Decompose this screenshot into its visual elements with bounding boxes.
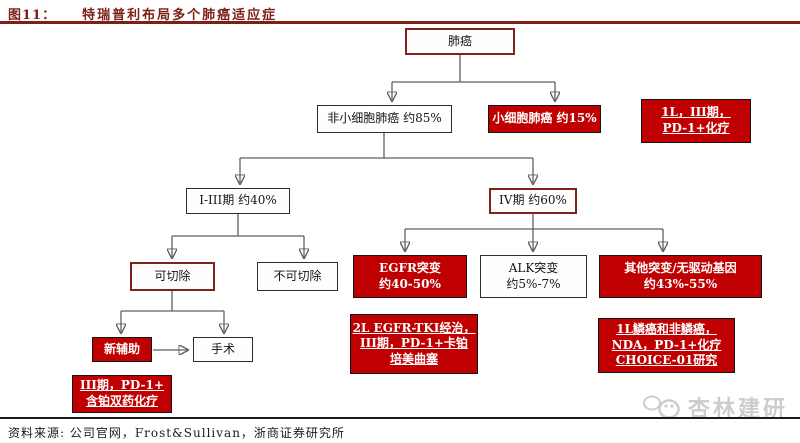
node-lung-cancer: 肺癌 <box>405 28 515 55</box>
node-egfr-therapy: 2L EGFR-TKI经治， III期，PD-1+卡铂 培美曲塞 <box>350 314 478 374</box>
source-note: 资料来源: 公司官网，Frost&Sullivan，浙商证券研究所 <box>8 426 345 440</box>
node-neoadjuvant-therapy: III期，PD-1+ 含铂双药化疗 <box>72 375 172 413</box>
header-divider <box>0 21 800 24</box>
node-sclc: 小细胞肺癌 约15% <box>488 105 601 133</box>
node-other-therapy: 1L鳞癌和非鳞癌， NDA，PD-1+化疗 CHOICE-01研究 <box>598 318 735 373</box>
node-unresectable: 不可切除 <box>257 262 338 291</box>
node-neoadjuvant: 新辅助 <box>92 337 152 362</box>
node-stage-1-3: I-III期 约40% <box>186 188 290 214</box>
xinglin-logo-icon <box>642 395 680 419</box>
node-resectable: 可切除 <box>130 262 215 291</box>
connector-line <box>240 133 533 159</box>
connector-line <box>172 214 304 237</box>
figure-title: 特瑞普利布局多个肺癌适应症 <box>82 8 278 23</box>
figure-header: 图11： 特瑞普利布局多个肺癌适应症 <box>8 4 277 23</box>
connector-line <box>121 291 224 312</box>
footer-divider <box>0 417 800 419</box>
node-surgery: 手术 <box>193 337 253 362</box>
node-other-mutation: 其他突变/无驱动基因 约43%-55% <box>599 255 762 298</box>
figure-number: 图11： <box>8 8 57 23</box>
node-egfr-mutation: EGFR突变 约40-50% <box>353 255 467 298</box>
node-alk-mutation: ALK突变 约5%-7% <box>480 255 587 298</box>
node-stage-4: IV期 约60% <box>489 188 577 214</box>
connector-line <box>405 214 663 230</box>
node-nsclc: 非小细胞肺癌 约85% <box>317 105 452 133</box>
node-sclc-therapy: 1L，III期， PD-1+化疗 <box>641 99 751 143</box>
connector-line <box>392 55 555 83</box>
